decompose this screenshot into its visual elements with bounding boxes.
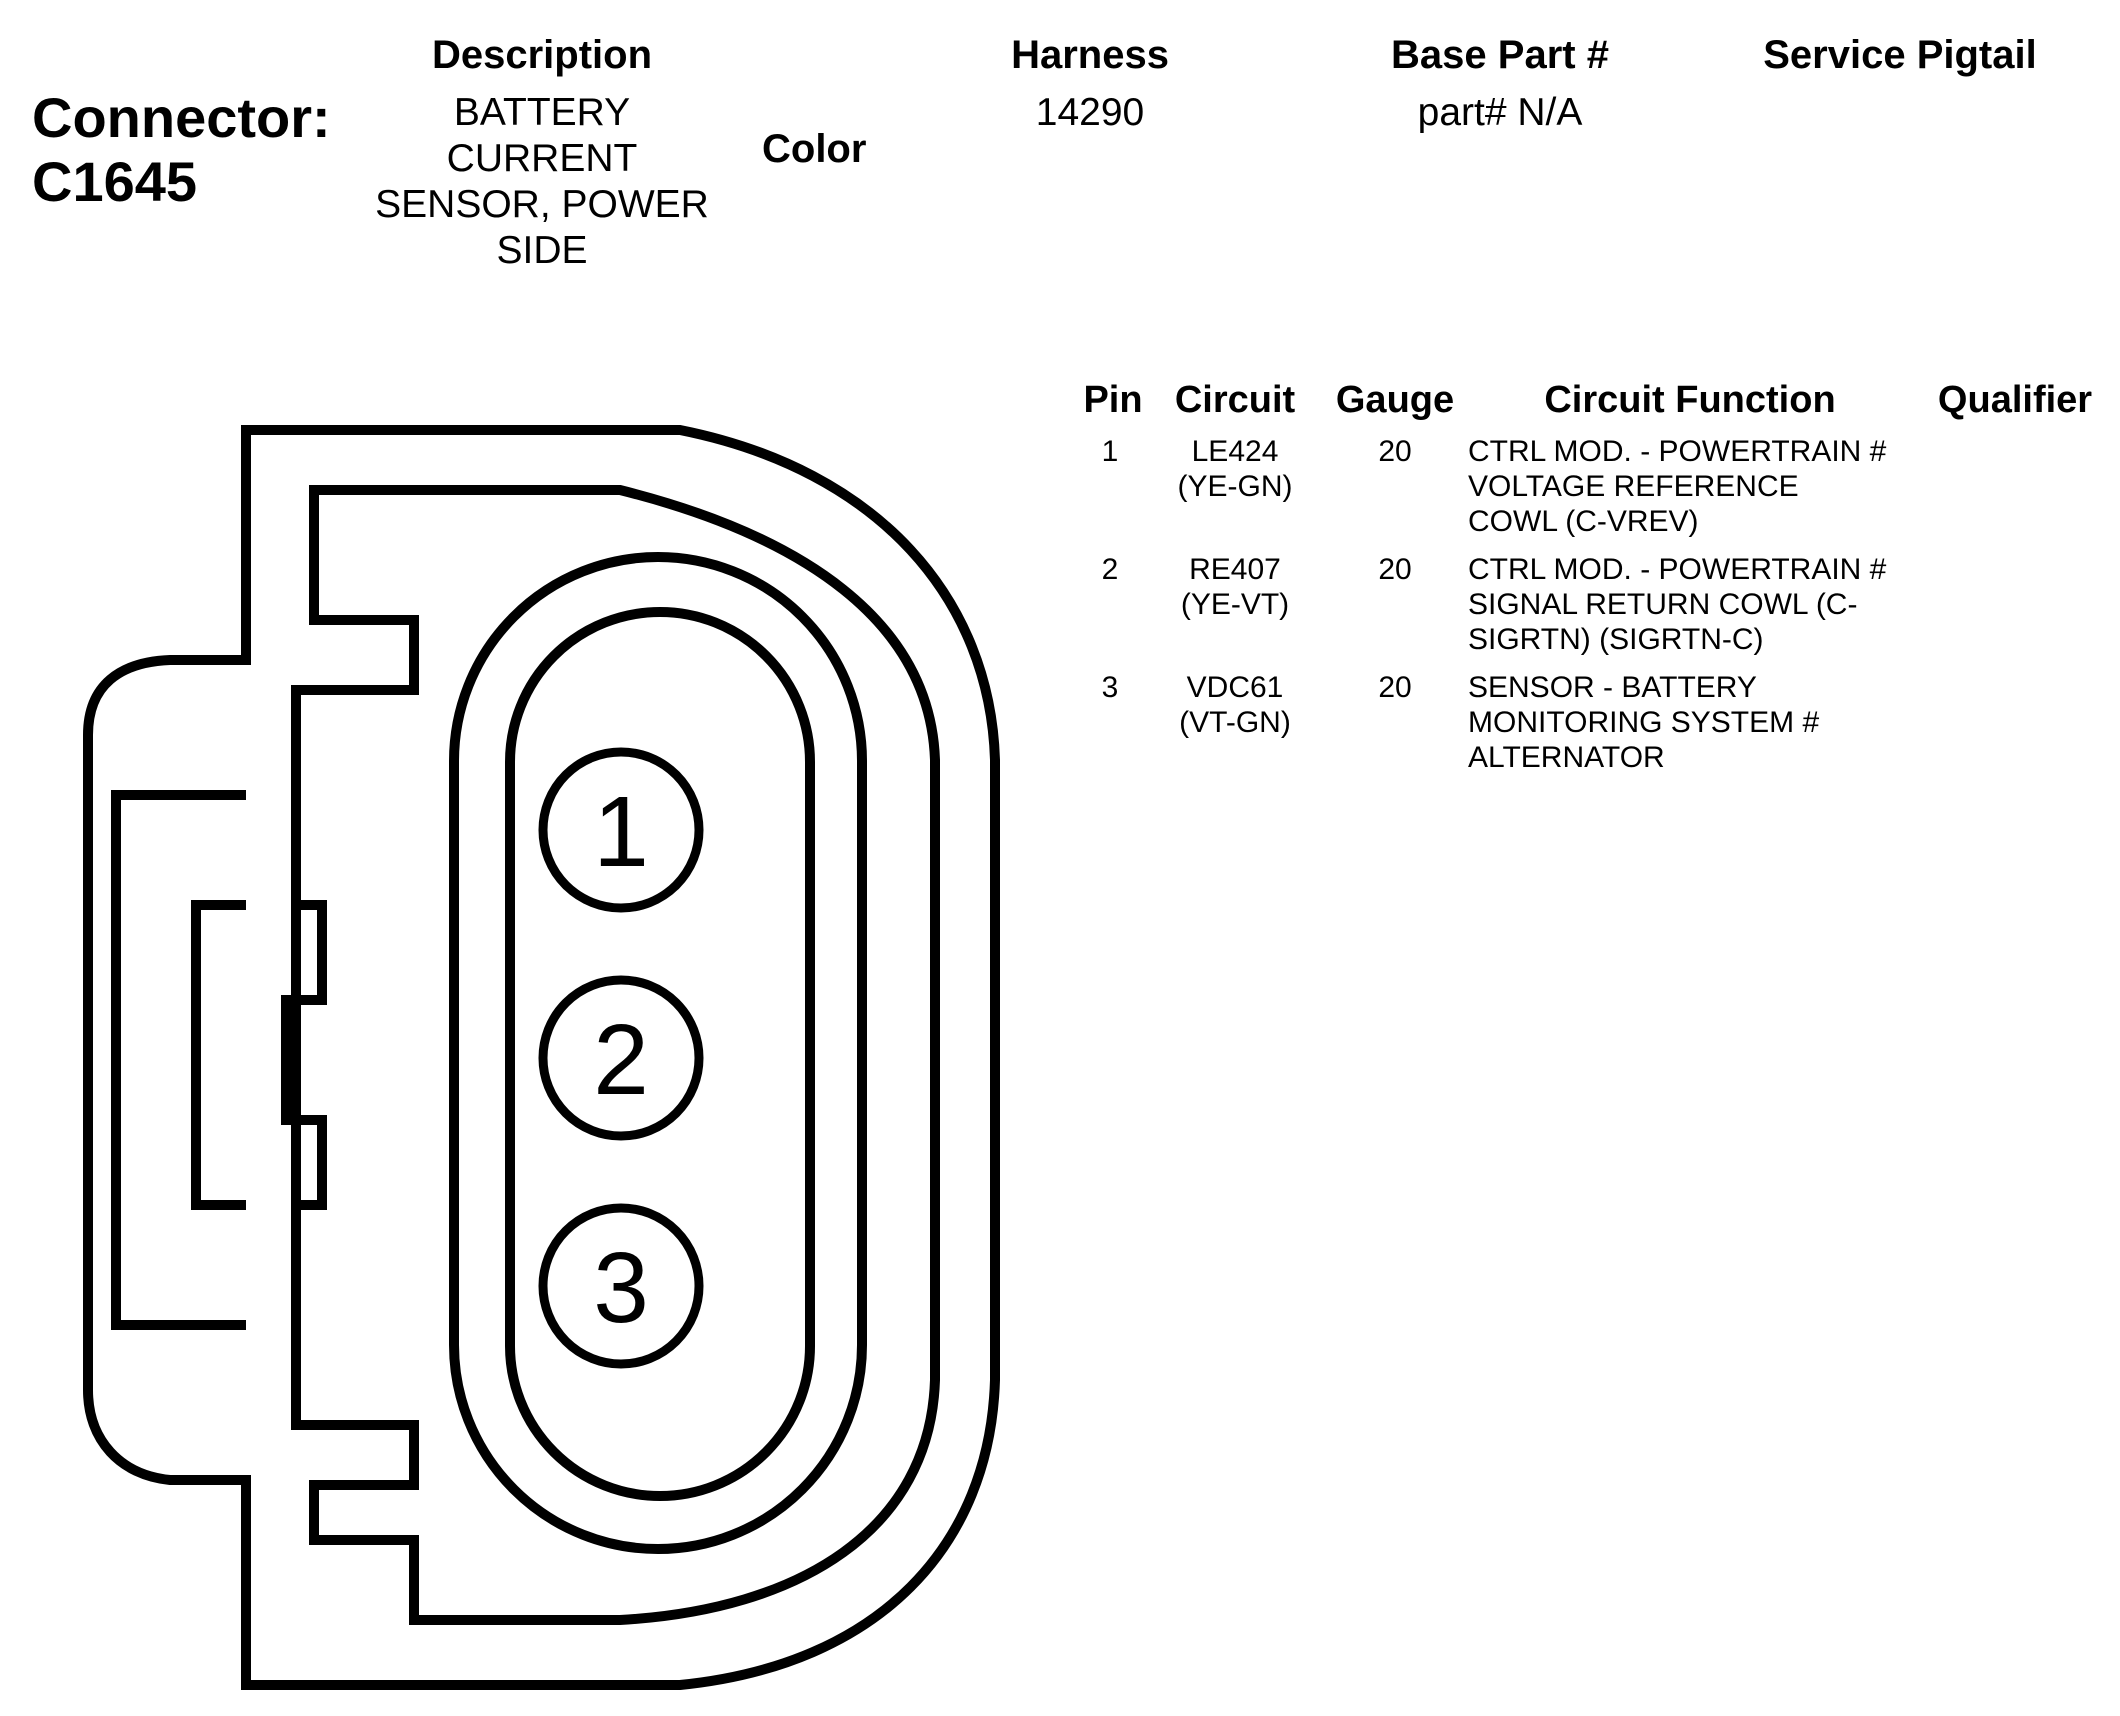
function-cell: SENSOR - BATTERY MONITORING SYSTEM # ALT… bbox=[1468, 670, 1918, 775]
connector-id: C1645 bbox=[32, 150, 198, 213]
gauge-cell: 20 bbox=[1378, 553, 1412, 586]
connector-housing-outline bbox=[83, 425, 1000, 1690]
circuit-line: VDC61 bbox=[1186, 671, 1284, 704]
service-pigtail-header: Service Pigtail bbox=[1763, 33, 2037, 77]
color-header: Color bbox=[762, 127, 867, 171]
pin-3-circle bbox=[538, 1203, 704, 1369]
circuit-function-header: Circuit Function bbox=[1544, 379, 1836, 421]
qualifier-column-header: Qualifier bbox=[1937, 379, 2093, 421]
pin-3-label: 3 bbox=[593, 1232, 649, 1344]
description-header: Description bbox=[431, 33, 653, 77]
base-part-header: Base Part # bbox=[1391, 33, 1609, 77]
connector-inner-wall bbox=[291, 485, 940, 1625]
function-line: CTRL MOD. - POWERTRAIN # bbox=[1468, 435, 1887, 468]
description-line: BATTERY bbox=[453, 91, 631, 134]
circuit-cell: LE424 (YE-GN) bbox=[1160, 434, 1310, 504]
function-line: SIGNAL RETURN COWL (C- bbox=[1468, 588, 1858, 621]
function-line: SENSOR - BATTERY bbox=[1468, 671, 1757, 704]
pin-cell: 2 bbox=[1101, 553, 1119, 586]
pin-cell: 3 bbox=[1101, 671, 1119, 704]
description-line: CURRENT bbox=[446, 137, 638, 180]
function-line: MONITORING SYSTEM # bbox=[1468, 706, 1820, 739]
harness-header: Harness bbox=[1011, 33, 1169, 77]
function-line: SIGRTN) (SIGRTN-C) bbox=[1468, 623, 1764, 656]
pin-cavity-outer-ring bbox=[449, 552, 867, 1554]
base-part-value: part# N/A bbox=[1417, 91, 1583, 134]
gauge-cell: 20 bbox=[1378, 435, 1412, 468]
description-value: BATTERY CURRENT SENSOR, POWER SIDE bbox=[342, 90, 742, 274]
latch-ridge bbox=[281, 900, 327, 1210]
function-line: COWL (C-VREV) bbox=[1468, 505, 1699, 538]
latch-body bbox=[111, 790, 246, 1330]
gauge-cell: 20 bbox=[1378, 671, 1412, 704]
latch-tab bbox=[191, 900, 246, 1210]
circuit-line: LE424 bbox=[1191, 435, 1279, 468]
function-line: VOLTAGE REFERENCE bbox=[1468, 470, 1799, 503]
circuit-line: (YE-GN) bbox=[1177, 470, 1293, 503]
function-line: ALTERNATOR bbox=[1468, 741, 1665, 774]
pin-2-label: 2 bbox=[593, 1004, 649, 1116]
pin-cell: 1 bbox=[1101, 435, 1119, 468]
circuit-line: (YE-VT) bbox=[1180, 588, 1290, 621]
circuit-line: (VT-GN) bbox=[1179, 706, 1291, 739]
function-cell: CTRL MOD. - POWERTRAIN # SIGNAL RETURN C… bbox=[1468, 552, 1918, 657]
function-cell: CTRL MOD. - POWERTRAIN # VOLTAGE REFEREN… bbox=[1468, 434, 1918, 539]
gauge-column-header: Gauge bbox=[1335, 379, 1455, 421]
pin-1-label: 1 bbox=[593, 776, 649, 888]
pin-1-circle bbox=[538, 747, 704, 913]
function-line: CTRL MOD. - POWERTRAIN # bbox=[1468, 553, 1887, 586]
description-line: SENSOR, POWER bbox=[375, 183, 709, 226]
circuit-line: RE407 bbox=[1189, 553, 1281, 586]
circuit-cell: VDC61 (VT-GN) bbox=[1160, 670, 1310, 740]
connector-label: Connector: bbox=[32, 86, 331, 149]
pin-cavity-inner-ring bbox=[505, 607, 815, 1501]
description-line: SIDE bbox=[496, 229, 588, 272]
pin-2-circle bbox=[538, 975, 704, 1141]
pin-column-header: Pin bbox=[1083, 379, 1143, 421]
circuit-cell: RE407 (YE-VT) bbox=[1160, 552, 1310, 622]
harness-value: 14290 bbox=[1035, 91, 1145, 134]
circuit-column-header: Circuit bbox=[1174, 379, 1296, 421]
